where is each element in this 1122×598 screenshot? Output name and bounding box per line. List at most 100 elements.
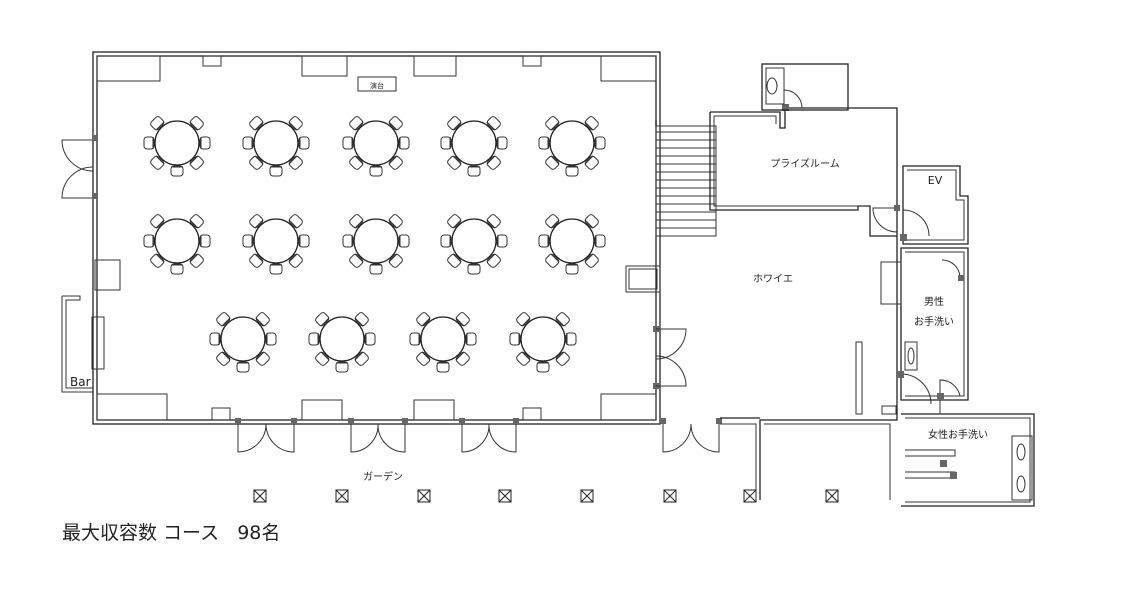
chair <box>447 253 462 268</box>
round-table <box>440 116 508 177</box>
chair <box>369 165 383 177</box>
chair <box>388 214 403 229</box>
chair <box>354 351 369 366</box>
garden: ガーデン <box>253 470 839 503</box>
womens-restroom: 女性お手洗い <box>901 393 1035 507</box>
chair <box>199 136 211 150</box>
chair <box>584 116 599 131</box>
foyer: ホワイエ <box>655 120 898 500</box>
garden-doors <box>235 418 722 453</box>
chair <box>594 234 606 248</box>
chair <box>349 214 364 229</box>
chair <box>486 214 501 229</box>
chair <box>409 332 421 346</box>
table-top <box>253 120 299 166</box>
table-top <box>154 218 200 264</box>
chair <box>308 332 320 346</box>
prize-room-label: プライズルーム <box>770 157 839 170</box>
round-table <box>538 116 606 177</box>
chair <box>416 351 431 366</box>
prize-room: プライズルーム <box>709 104 900 237</box>
stage-label: 演台 <box>370 81 384 90</box>
left-side: Bar <box>61 135 121 393</box>
planter <box>417 489 431 503</box>
mens-label-2: お手洗い <box>914 315 954 328</box>
round-table <box>242 116 310 177</box>
chair <box>440 234 452 248</box>
stairs <box>655 125 717 237</box>
chair <box>369 263 383 275</box>
top-small-room <box>761 63 849 111</box>
chair <box>486 116 501 131</box>
chair <box>584 214 599 229</box>
chair <box>315 351 330 366</box>
chair <box>565 263 579 275</box>
capacity-text: 最大収容数 コース 98名 <box>62 518 280 545</box>
chair <box>354 312 369 327</box>
table-top <box>353 120 399 166</box>
chair <box>388 155 403 170</box>
chair <box>447 214 462 229</box>
chair <box>536 361 550 373</box>
chair <box>255 351 270 366</box>
table-top <box>253 218 299 264</box>
round-table <box>308 312 376 373</box>
elevator: EV <box>900 165 969 245</box>
chair <box>538 234 550 248</box>
chair <box>143 234 155 248</box>
table-top <box>319 316 365 362</box>
chair <box>545 155 560 170</box>
chair <box>288 214 303 229</box>
chair <box>242 136 254 150</box>
chair <box>388 253 403 268</box>
table-top <box>220 316 266 362</box>
chair <box>467 263 481 275</box>
chair <box>447 116 462 131</box>
planter <box>498 489 512 503</box>
round-table <box>143 214 211 275</box>
chair <box>199 234 211 248</box>
chair <box>298 234 310 248</box>
chair <box>455 312 470 327</box>
chair <box>150 116 165 131</box>
planter <box>580 489 594 503</box>
chair <box>189 155 204 170</box>
chair <box>509 332 521 346</box>
mens-restroom: 男性 お手洗い <box>880 247 969 405</box>
stage <box>357 76 397 92</box>
chair <box>565 165 579 177</box>
round-tables <box>143 116 606 373</box>
chair <box>342 136 354 150</box>
chair <box>236 361 250 373</box>
table-top <box>520 316 566 362</box>
chair <box>486 155 501 170</box>
chair <box>447 155 462 170</box>
chair <box>440 136 452 150</box>
chair <box>538 136 550 150</box>
chair <box>242 234 254 248</box>
chair <box>398 136 410 150</box>
mens-label-1: 男性 <box>924 295 944 308</box>
womens-label: 女性お手洗い <box>928 428 988 441</box>
chair <box>249 214 264 229</box>
chair <box>288 253 303 268</box>
chair <box>349 253 364 268</box>
capacity-label: 最大収容数 コース <box>62 522 220 544</box>
chair <box>545 253 560 268</box>
round-table <box>538 214 606 275</box>
foyer-label: ホワイエ <box>753 273 793 285</box>
table-top <box>549 120 595 166</box>
chair <box>143 136 155 150</box>
table-top <box>420 316 466 362</box>
chair <box>249 253 264 268</box>
chair <box>496 136 508 150</box>
chair <box>594 136 606 150</box>
chair <box>335 361 349 373</box>
chair <box>170 263 184 275</box>
chair <box>555 351 570 366</box>
round-table <box>342 116 410 177</box>
chair <box>269 263 283 275</box>
chair <box>516 351 531 366</box>
chair <box>486 253 501 268</box>
table-top <box>451 120 497 166</box>
